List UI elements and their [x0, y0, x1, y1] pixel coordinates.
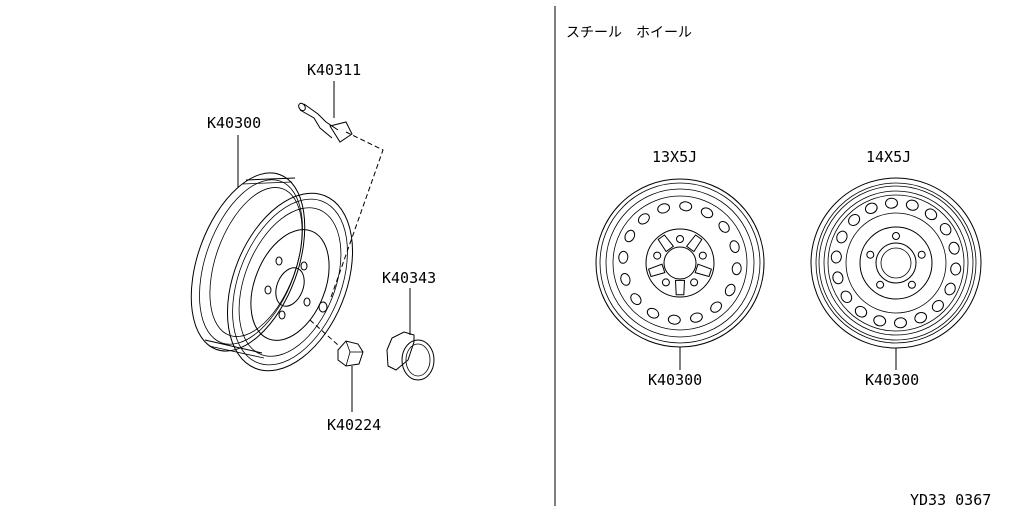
wheel-exploded-view	[190, 172, 354, 372]
vent-hole	[854, 305, 868, 318]
bolt-hole	[876, 280, 885, 289]
bolt-hole	[676, 235, 684, 243]
label-cap: K40343	[382, 269, 436, 287]
bolt-hole	[907, 280, 916, 289]
part-label-13: K40300	[648, 371, 702, 389]
vent-hole	[718, 220, 730, 233]
hub-spoke	[647, 263, 666, 278]
hub-spoke	[674, 279, 686, 296]
vent-hole	[873, 315, 887, 327]
label-wheel: K40300	[207, 114, 261, 132]
vent-holes-14	[830, 197, 962, 329]
vent-hole	[840, 290, 853, 304]
vent-hole	[948, 241, 960, 255]
vent-hole	[931, 299, 944, 313]
valve-stem	[298, 102, 353, 143]
vent-hole	[864, 202, 878, 214]
vent-hole	[924, 208, 938, 221]
size-label-14: 14X5J	[866, 148, 911, 166]
vent-hole	[618, 250, 629, 264]
vent-hole	[894, 317, 907, 329]
vent-hole	[885, 197, 898, 209]
vent-hole	[620, 273, 631, 286]
vent-hole	[630, 293, 642, 306]
bolt-hole	[917, 250, 926, 259]
vent-hole	[710, 301, 723, 313]
bolt-hole	[698, 251, 707, 260]
bolt-hole	[690, 278, 699, 287]
vent-hole	[848, 213, 861, 227]
section-title: スチール ホイール	[566, 25, 692, 41]
vent-hole	[679, 201, 693, 212]
hub-spoke	[685, 234, 703, 253]
bolt-hole	[661, 278, 670, 287]
wheel-14x5j	[810, 177, 982, 349]
vent-hole	[832, 271, 844, 285]
vent-hole	[836, 230, 848, 244]
vent-hole	[624, 229, 636, 243]
bolt-hole	[653, 251, 662, 260]
bolt-hole	[866, 250, 875, 259]
vent-hole	[700, 207, 714, 219]
vent-hole	[914, 312, 928, 324]
vent-holes-13	[618, 201, 742, 325]
label-nut: K40224	[327, 416, 381, 434]
part-label-14: K40300	[865, 371, 919, 389]
bolt-hole	[892, 232, 900, 240]
vent-hole	[667, 314, 681, 325]
vent-hole	[830, 250, 842, 264]
hub-spoke	[694, 263, 713, 278]
vent-hole	[905, 199, 919, 211]
vent-hole	[939, 222, 952, 236]
size-label-13: 13X5J	[652, 148, 697, 166]
valve-assembly-line	[329, 131, 384, 301]
vent-hole	[690, 312, 703, 323]
label-valve: K40311	[307, 61, 361, 79]
vent-hole	[950, 262, 962, 276]
wheel-13x5j	[595, 178, 765, 348]
vent-hole	[731, 262, 742, 276]
vent-hole	[657, 203, 670, 214]
vent-hole	[724, 283, 736, 297]
footer-code: YD33 0367	[910, 491, 991, 509]
hub-spoke	[657, 234, 675, 253]
wheel-cap	[386, 325, 435, 381]
vent-hole	[944, 282, 956, 296]
vent-hole	[646, 307, 660, 319]
lug-nut	[309, 319, 364, 367]
vent-hole	[729, 240, 740, 253]
vent-hole	[637, 213, 650, 225]
